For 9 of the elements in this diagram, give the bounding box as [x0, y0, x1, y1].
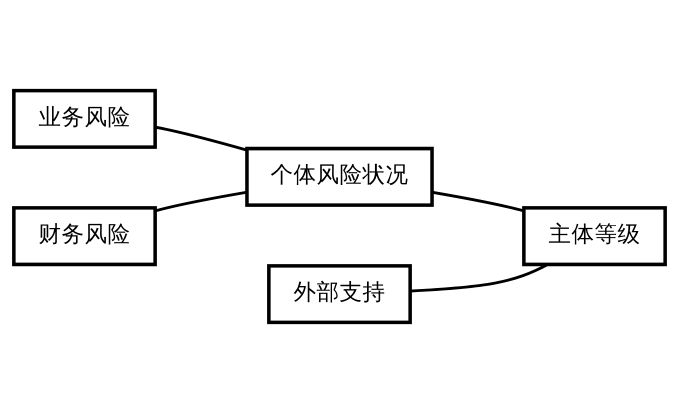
connector	[154, 190, 247, 212]
connector	[432, 190, 524, 212]
node-box: 主体等级	[522, 206, 667, 266]
node-box: 外部支持	[267, 264, 412, 324]
node-box: 财务风险	[12, 206, 157, 266]
connector	[155, 125, 248, 151]
connector	[410, 262, 548, 292]
node-box: 个体风险状况	[245, 146, 434, 206]
node-box: 业务风险	[12, 88, 157, 148]
